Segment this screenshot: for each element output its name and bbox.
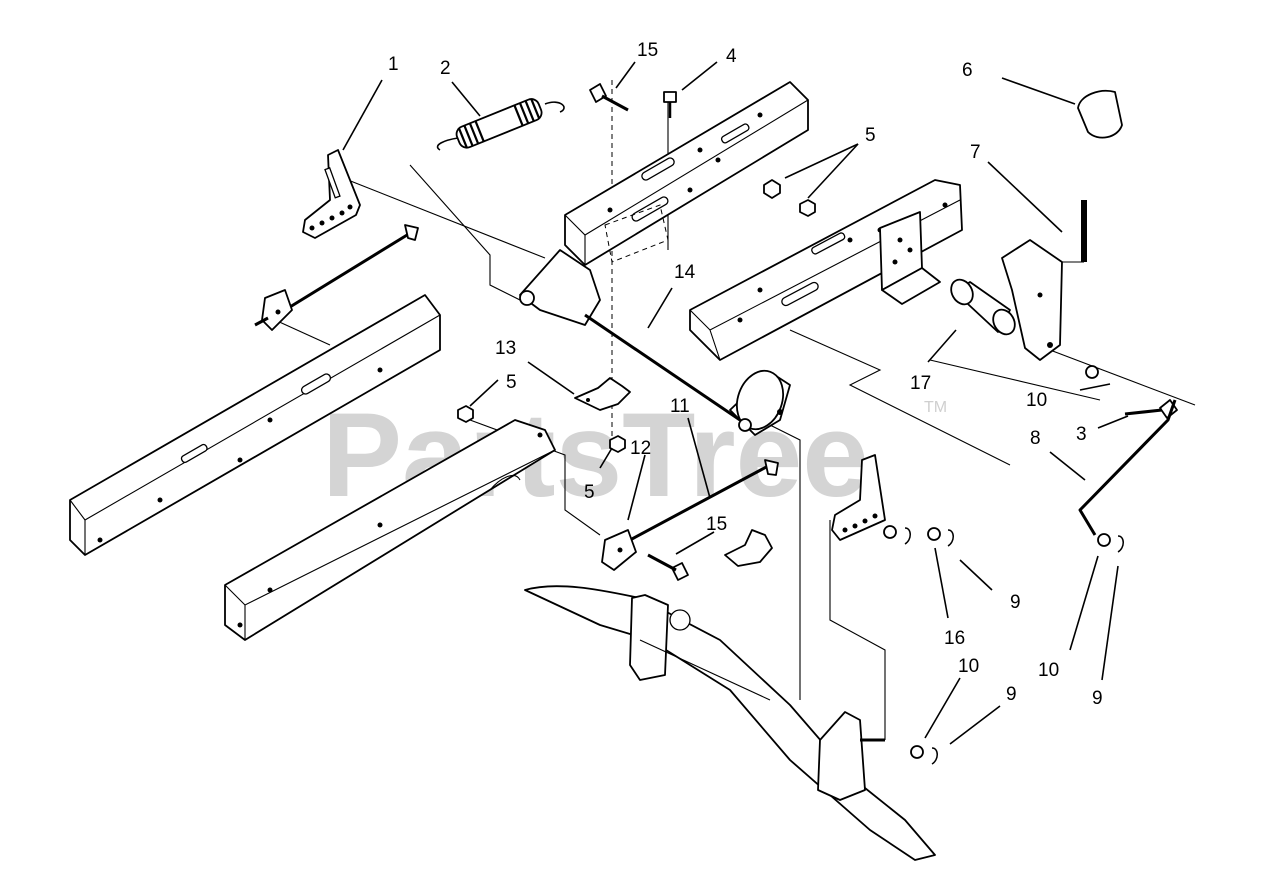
callout-16: 16	[944, 628, 965, 649]
callout-7: 7	[970, 142, 981, 163]
part-rockshaft	[519, 249, 791, 436]
part-spring	[436, 98, 565, 151]
callout-9: 9	[1092, 688, 1103, 709]
part-lift-rod-left	[254, 224, 419, 331]
callout-13: 13	[495, 338, 516, 359]
part-deck-lift-arm	[524, 585, 936, 861]
callout-15: 15	[706, 514, 727, 535]
callout-labels: 1 2 15 4 6 5 7 14 13 5 17 10 3 11 12 5 8…	[388, 40, 1103, 709]
callout-5: 5	[584, 482, 595, 503]
part-knob	[1077, 90, 1123, 139]
callout-2: 2	[440, 58, 451, 79]
watermark-trademark: TM	[924, 399, 947, 416]
part-lift-bracket-right	[831, 454, 886, 541]
callout-11: 11	[670, 396, 690, 417]
part-bumper-roller	[950, 278, 1016, 336]
part-frame-rail-left	[69, 294, 441, 556]
part-strap-lower	[724, 529, 773, 567]
callout-10: 10	[958, 656, 979, 677]
part-lift-lever	[1001, 200, 1087, 361]
callout-6: 6	[962, 60, 973, 81]
part-strap-13	[574, 377, 631, 411]
callout-1: 1	[388, 54, 399, 75]
callout-10: 10	[1038, 660, 1059, 681]
part-lift-link-rod	[1078, 399, 1177, 536]
part-bolts	[589, 83, 1178, 581]
callout-5: 5	[865, 125, 876, 146]
callout-17: 17	[910, 373, 931, 394]
callout-4: 4	[726, 46, 737, 67]
callout-8: 8	[1030, 428, 1041, 449]
callout-3: 3	[1076, 424, 1087, 445]
callout-12: 12	[630, 438, 651, 459]
callout-leader-lines	[342, 61, 1129, 745]
callout-5: 5	[506, 372, 517, 393]
callout-14: 14	[674, 262, 696, 283]
callout-10: 10	[1026, 390, 1047, 411]
part-angle-bracket	[879, 211, 941, 305]
callout-9: 9	[1006, 684, 1017, 705]
part-nuts	[457, 179, 816, 453]
callout-15: 15	[637, 40, 658, 61]
part-lift-bracket-left	[302, 149, 361, 239]
part-frame-rail-center	[224, 419, 556, 641]
part-lift-rod-lower	[601, 459, 779, 571]
part-frame-channel-upper	[564, 81, 809, 266]
callout-9: 9	[1010, 592, 1021, 613]
part-washers-and-pins	[883, 365, 1124, 765]
